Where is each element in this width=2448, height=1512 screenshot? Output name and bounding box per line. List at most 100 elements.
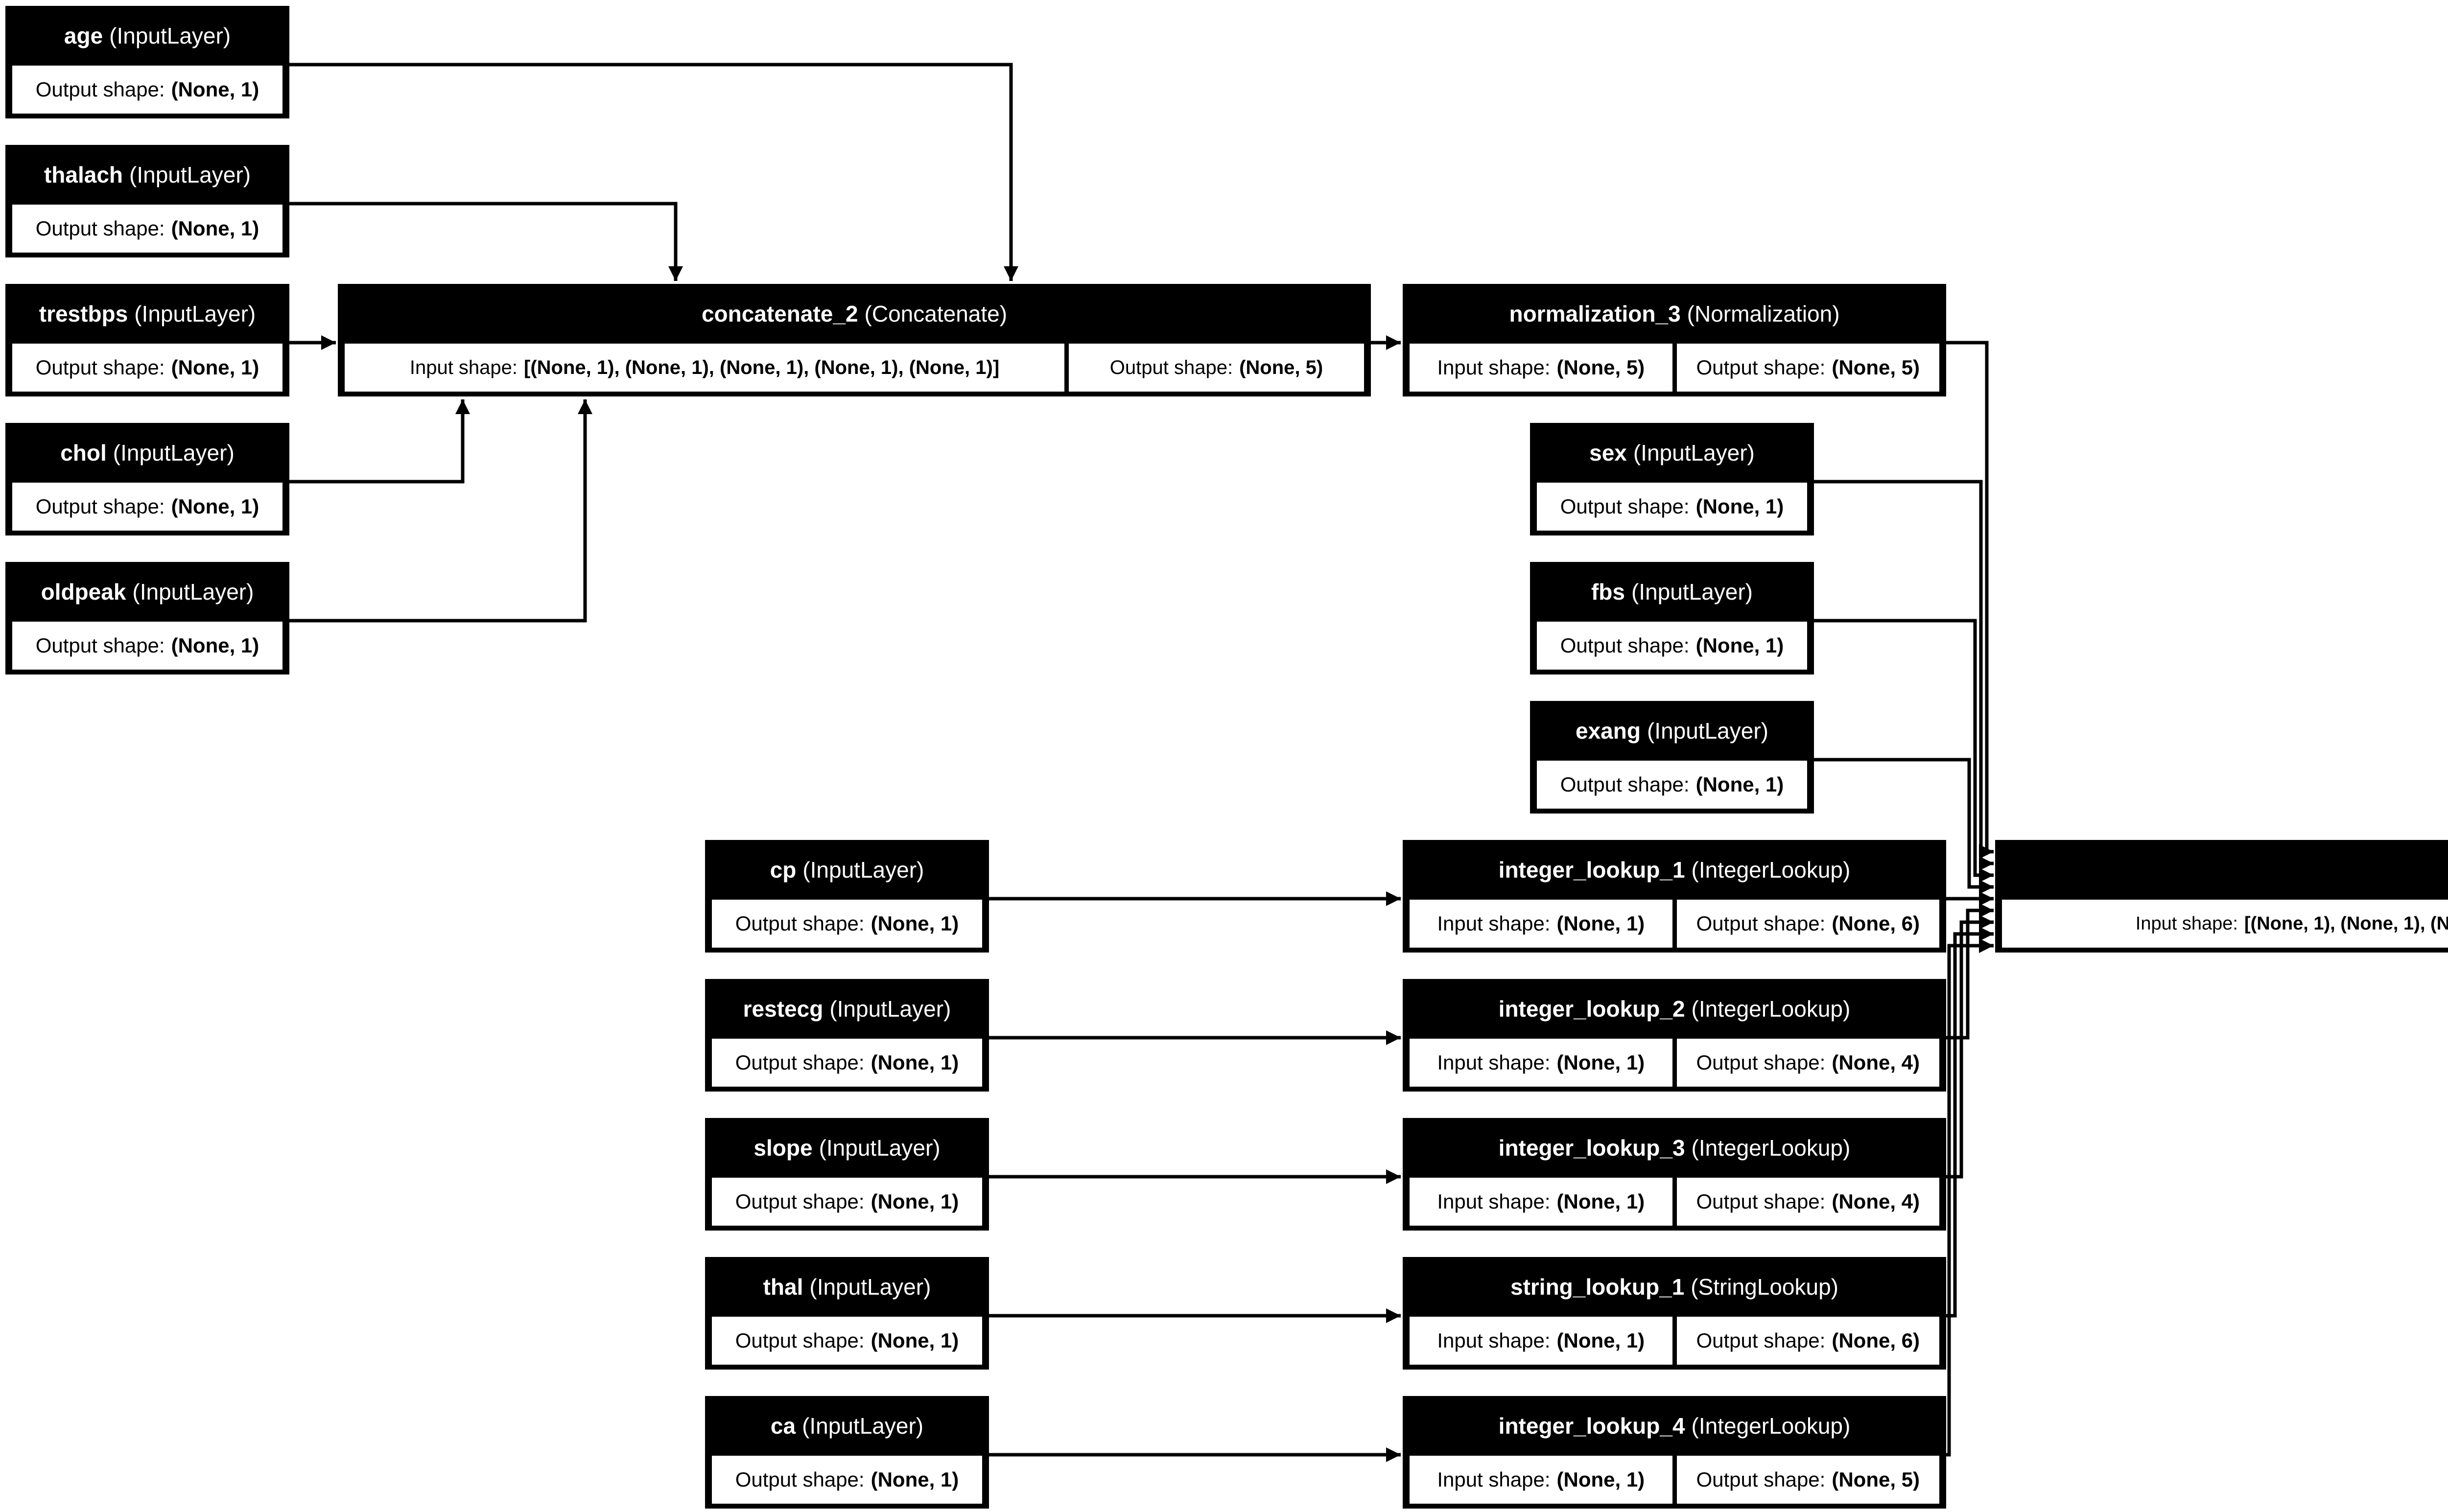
input-shape-cell: Input shape:(None, 5) xyxy=(1410,344,1672,392)
node-title: integer_lookup_1(IntegerLookup) xyxy=(1403,840,1946,900)
output-shape-cell: Output shape:(None, 1) xyxy=(12,205,282,253)
output-shape-cell: Output shape:(None, 1) xyxy=(712,1039,982,1087)
layer-name: exang xyxy=(1576,718,1641,744)
layer-name: string_lookup_1 xyxy=(1510,1274,1685,1300)
layer-type: (InputLayer) xyxy=(829,996,951,1022)
node-title: trestbps(InputLayer) xyxy=(5,284,289,344)
layer-name: integer_lookup_3 xyxy=(1498,1135,1685,1161)
output-shape-cell: Output shape:(None, 1) xyxy=(1537,761,1807,809)
node-normalization_3: normalization_3(Normalization) Input sha… xyxy=(1403,284,1946,396)
node-chol: chol(InputLayer) Output shape:(None, 1) xyxy=(5,423,289,535)
output-shape-cell: Output shape:(None, 1) xyxy=(712,1456,982,1504)
node-age: age(InputLayer) Output shape:(None, 1) xyxy=(5,6,289,118)
layer-type: (InputLayer) xyxy=(1631,579,1753,605)
output-shape-cell: Output shape:(None, 6) xyxy=(1676,900,1939,948)
output-shape-cell: Output shape:(None, 4) xyxy=(1676,1039,1939,1087)
node-title: oldpeak(InputLayer) xyxy=(5,562,289,622)
input-shape-cell: Input shape:(None, 1) xyxy=(1410,1178,1672,1226)
layer-name: oldpeak xyxy=(41,579,126,605)
node-title: ca(InputLayer) xyxy=(705,1396,989,1456)
edge-exang-concatenate_3 xyxy=(1814,758,1994,894)
layer-name: integer_lookup_2 xyxy=(1498,996,1685,1022)
input-shape-cell: Input shape:(None, 1) xyxy=(1410,1317,1672,1365)
node-title: integer_lookup_3(IntegerLookup) xyxy=(1403,1118,1946,1178)
node-title: exang(InputLayer) xyxy=(1530,701,1814,761)
layer-type: (StringLookup) xyxy=(1691,1274,1838,1300)
node-concatenate_3: concatenate_3(Concatenate) Input shape:[… xyxy=(1995,840,2448,953)
node-integer_lookup_3: integer_lookup_3(IntegerLookup) Input sh… xyxy=(1403,1118,1946,1231)
layer-type: (IntegerLookup) xyxy=(1691,1413,1851,1439)
output-shape-cell: Output shape:(None, 1) xyxy=(712,900,982,948)
output-shape-cell: Output shape:(None, 1) xyxy=(12,66,282,114)
node-title: integer_lookup_2(IntegerLookup) xyxy=(1403,979,1946,1039)
input-shape-cell: Input shape:(None, 1) xyxy=(1410,900,1672,948)
layer-type: (InputLayer) xyxy=(802,857,924,883)
node-fbs: fbs(InputLayer) Output shape:(None, 1) xyxy=(1530,562,1814,675)
node-thal: thal(InputLayer) Output shape:(None, 1) xyxy=(705,1257,989,1370)
input-shape-cell: Input shape:(None, 1) xyxy=(1410,1039,1672,1087)
layer-name: ca xyxy=(770,1413,796,1439)
layer-name: integer_lookup_4 xyxy=(1498,1413,1685,1439)
node-integer_lookup_2: integer_lookup_2(IntegerLookup) Input sh… xyxy=(1403,979,1946,1092)
node-title: normalization_3(Normalization) xyxy=(1403,284,1946,344)
edge-oldpeak-concatenate_2 xyxy=(289,399,592,623)
layer-name: thalach xyxy=(44,162,123,187)
layer-type: (InputLayer) xyxy=(1647,718,1768,744)
layer-type: (InputLayer) xyxy=(134,301,256,326)
output-shape-cell: Output shape:(None, 5) xyxy=(1676,1456,1939,1504)
edge-integer_lookup_2-concatenate_3 xyxy=(1946,903,1994,1040)
layer-type: (InputLayer) xyxy=(129,162,251,187)
output-shape-cell: Output shape:(None, 6) xyxy=(1676,1317,1939,1365)
edge-fbs-concatenate_3 xyxy=(1814,619,1994,883)
edge-chol-concatenate_2 xyxy=(289,399,470,484)
node-title: concatenate_3(Concatenate) xyxy=(1995,840,2448,900)
layer-type: (InputLayer) xyxy=(113,440,235,465)
node-concatenate_2: concatenate_2(Concatenate) Input shape:[… xyxy=(338,284,1371,396)
node-slope: slope(InputLayer) Output shape:(None, 1) xyxy=(705,1118,989,1231)
node-title: slope(InputLayer) xyxy=(705,1118,989,1178)
layer-type: (IntegerLookup) xyxy=(1691,996,1851,1022)
output-shape-cell: Output shape:(None, 1) xyxy=(712,1317,982,1365)
edge-sex-concatenate_3 xyxy=(1814,480,1994,871)
input-shape-cell: Input shape:[(None, 1), (None, 1), (None… xyxy=(345,344,1064,392)
node-title: chol(InputLayer) xyxy=(5,423,289,483)
input-shape-cell: Input shape:(None, 1) xyxy=(1410,1456,1672,1504)
node-title: concatenate_2(Concatenate) xyxy=(338,284,1371,344)
output-shape-cell: Output shape:(None, 1) xyxy=(12,483,282,531)
layer-type: (IntegerLookup) xyxy=(1691,857,1851,883)
node-title: cp(InputLayer) xyxy=(705,840,989,900)
edge-thalach-concatenate_2 xyxy=(289,202,683,281)
node-string_lookup_1: string_lookup_1(StringLookup) Input shap… xyxy=(1403,1257,1946,1370)
input-shape-cell: Input shape:[(None, 1), (None, 1), (None… xyxy=(2002,900,2448,948)
output-shape-cell: Output shape:(None, 1) xyxy=(712,1178,982,1226)
node-title: age(InputLayer) xyxy=(5,6,289,66)
edge-normalization_3-concatenate_3 xyxy=(1946,341,1994,859)
edge-age-concatenate_2 xyxy=(289,63,1018,281)
layer-name: chol xyxy=(60,440,107,465)
layer-name: normalization_3 xyxy=(1509,301,1681,326)
layer-name: cp xyxy=(770,857,797,883)
layer-type: (InputLayer) xyxy=(132,579,254,605)
output-shape-cell: Output shape:(None, 1) xyxy=(1537,483,1807,531)
output-shape-cell: Output shape:(None, 5) xyxy=(1676,344,1939,392)
output-shape-cell: Output shape:(None, 1) xyxy=(12,622,282,670)
layer-name: restecg xyxy=(743,996,824,1022)
layer-type: (IntegerLookup) xyxy=(1691,1135,1851,1161)
node-cp: cp(InputLayer) Output shape:(None, 1) xyxy=(705,840,989,953)
node-exang: exang(InputLayer) Output shape:(None, 1) xyxy=(1530,701,1814,814)
node-title: thalach(InputLayer) xyxy=(5,145,289,205)
edge-string_lookup_1-concatenate_3 xyxy=(1946,927,1994,1318)
layer-name: trestbps xyxy=(39,301,128,326)
layer-type: (InputLayer) xyxy=(109,23,231,48)
layer-type: (Normalization) xyxy=(1687,301,1840,326)
layer-type: (InputLayer) xyxy=(802,1413,924,1439)
node-title: integer_lookup_4(IntegerLookup) xyxy=(1403,1396,1946,1456)
layer-name: fbs xyxy=(1591,579,1625,605)
layer-name: thal xyxy=(763,1274,803,1300)
node-trestbps: trestbps(InputLayer) Output shape:(None,… xyxy=(5,284,289,396)
node-restecg: restecg(InputLayer) Output shape:(None, … xyxy=(705,979,989,1092)
output-shape-cell: Output shape:(None, 1) xyxy=(12,344,282,392)
node-title: thal(InputLayer) xyxy=(705,1257,989,1317)
